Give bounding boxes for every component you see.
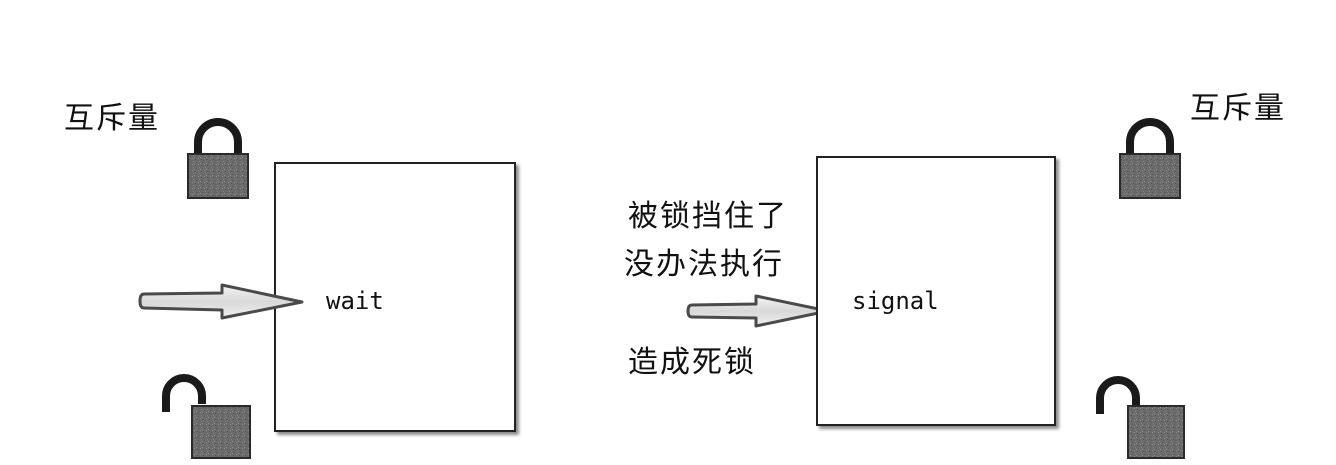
right-arrow-icon	[686, 294, 830, 328]
annotation-line-2: 没办法执行	[624, 247, 784, 282]
locked-padlock-icon	[187, 118, 249, 199]
unlocked-padlock-icon	[1096, 376, 1185, 459]
left-mutex-label: 互斥量	[64, 101, 160, 136]
annotation-line-1: 被锁挡住了	[628, 199, 788, 234]
right-mutex-label: 互斥量	[1190, 91, 1286, 126]
signal-operation-label: signal	[852, 287, 939, 315]
locked-padlock-icon	[1119, 118, 1181, 199]
unlocked-padlock-icon	[162, 374, 251, 459]
right-arrow-icon	[138, 283, 304, 320]
wait-box	[274, 162, 516, 432]
annotation-line-3: 造成死锁	[628, 345, 756, 380]
wait-operation-label: wait	[326, 287, 384, 315]
signal-box	[816, 156, 1056, 426]
